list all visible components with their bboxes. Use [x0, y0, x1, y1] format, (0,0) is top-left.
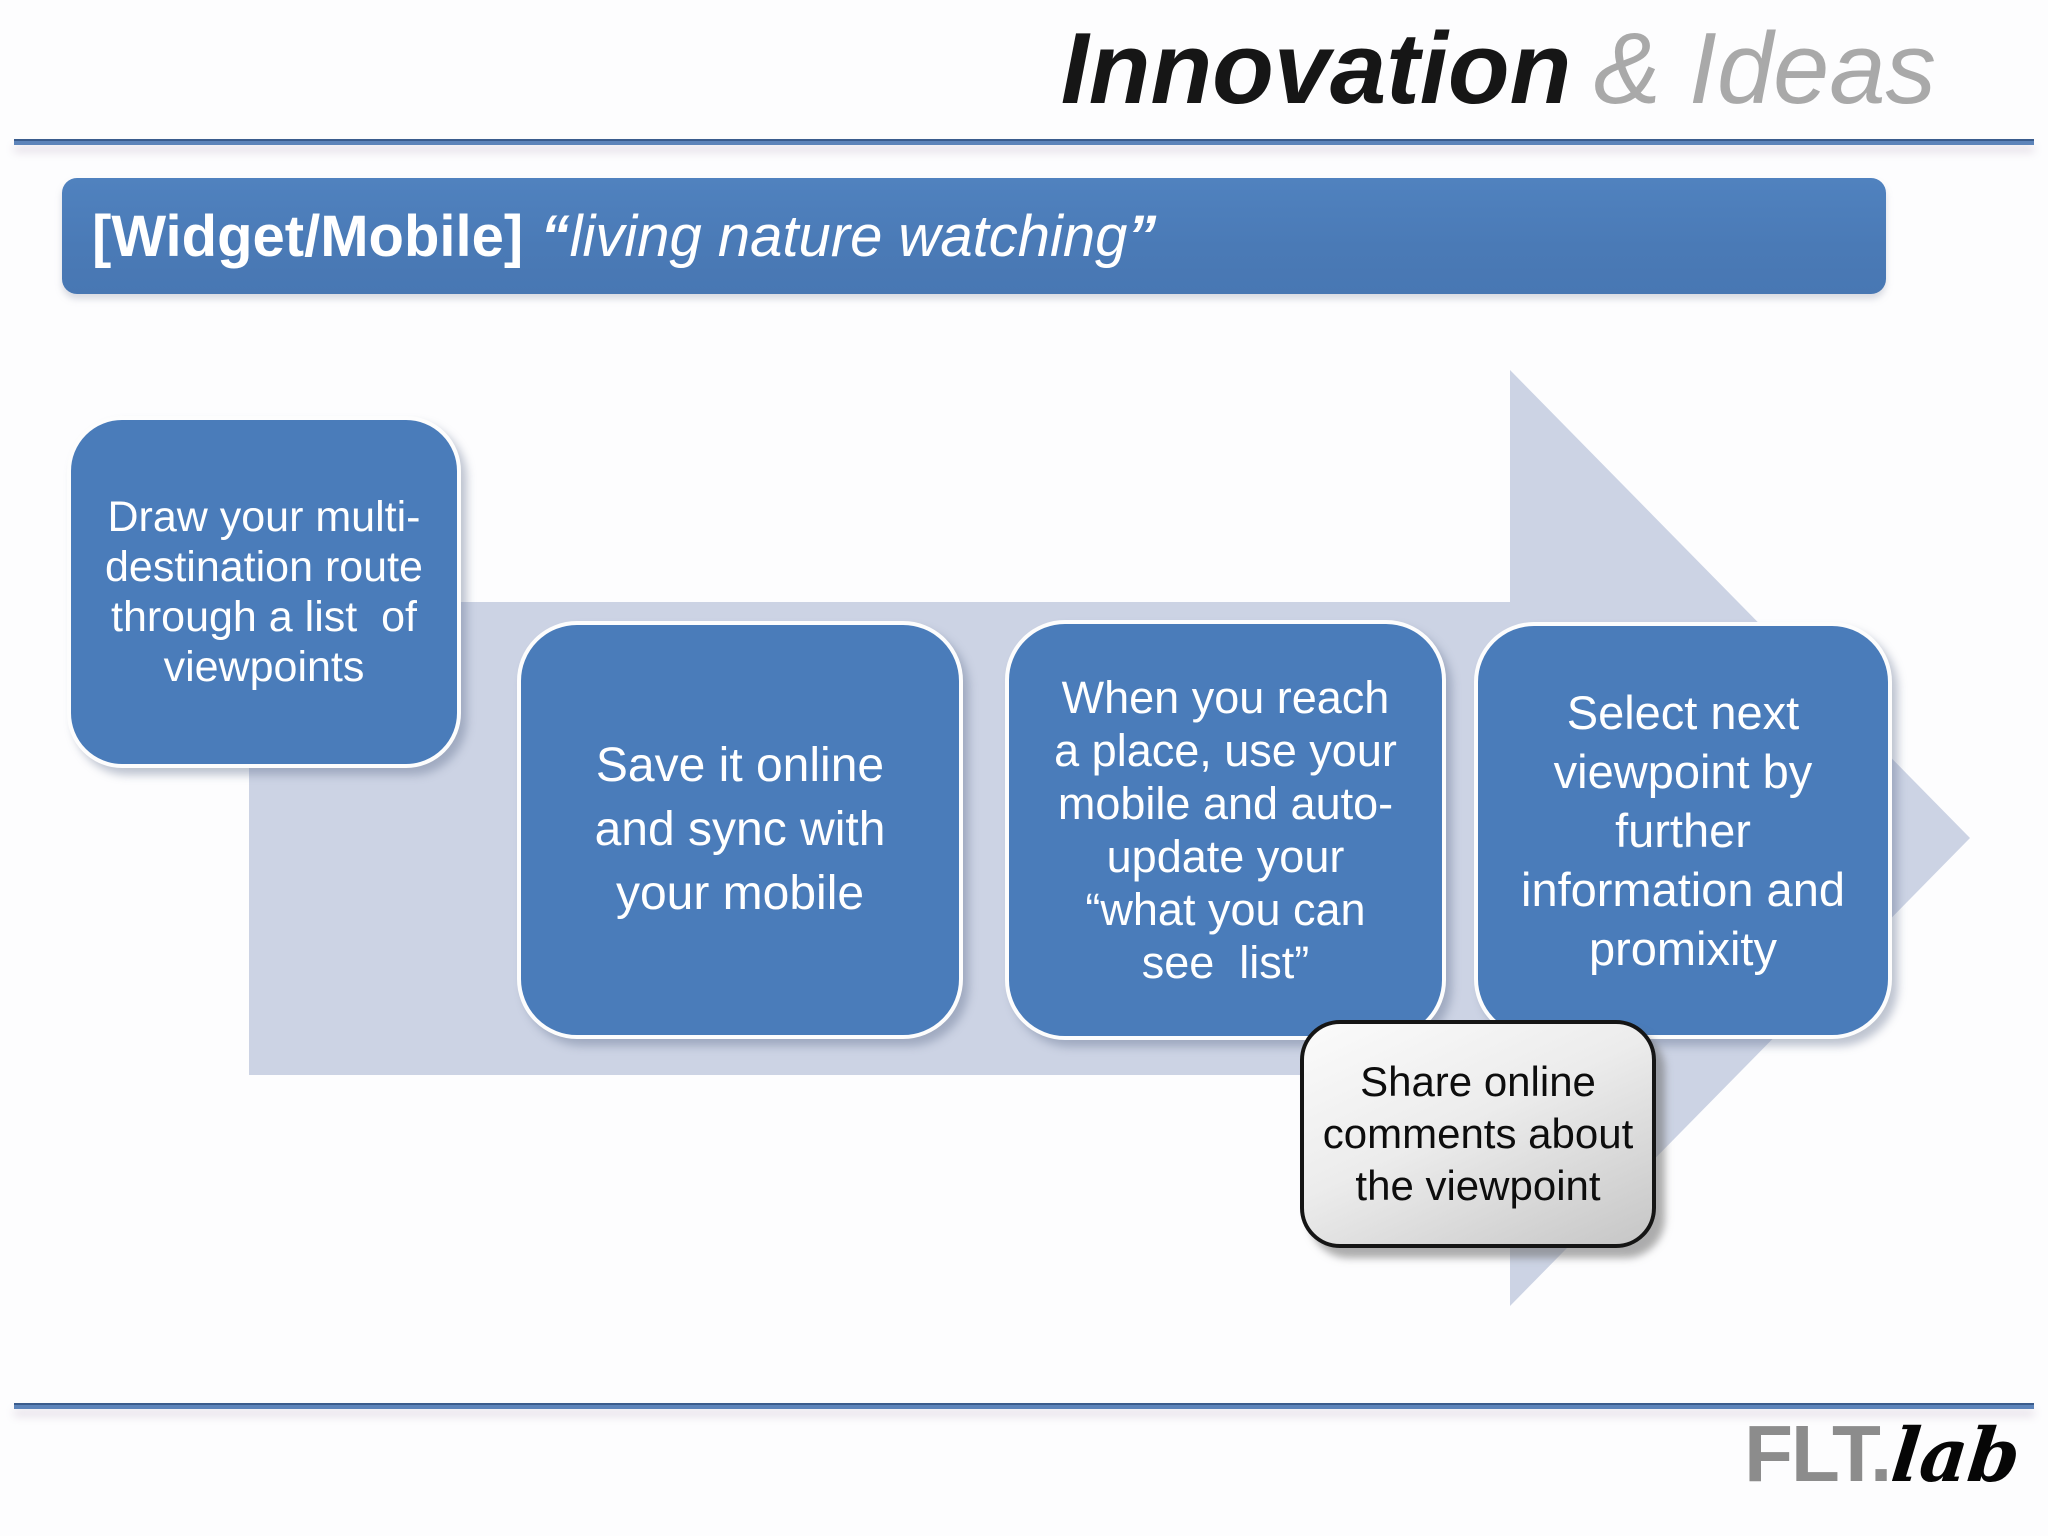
step-box-4: Select next viewpoint by further informa…: [1474, 622, 1892, 1039]
logo-text-lab: lab: [1887, 1413, 2025, 1499]
page-title: Innovation& Ideas: [1061, 10, 1936, 129]
banner-quote-text: living nature watching: [569, 203, 1128, 269]
step-box-2: Save it online and sync with your mobile: [517, 621, 963, 1039]
topic-banner: [Widget/Mobile]“living nature watching”: [62, 178, 1886, 294]
step-4-text: Select next viewpoint by further informa…: [1521, 686, 1845, 975]
callout-text: Share online comments about the viewpoin…: [1322, 1058, 1634, 1209]
title-secondary: & Ideas: [1593, 13, 1936, 125]
banner-close-quote: ”: [1127, 203, 1157, 269]
flt-lab-logo: FLT.lab: [1744, 1408, 2024, 1500]
title-primary: Innovation: [1060, 13, 1572, 125]
banner-open-quote: “: [540, 203, 570, 269]
footer-rule: [14, 1403, 2034, 1409]
banner-label: [Widget/Mobile]: [92, 203, 524, 269]
step-box-1: Draw your multi- destination route throu…: [67, 416, 461, 768]
step-box-3: When you reach a place, use your mobile …: [1005, 620, 1446, 1040]
step-1-text: Draw your multi- destination route throu…: [105, 493, 423, 691]
title-underline-rule: [14, 139, 2034, 145]
callout-box: Share online comments about the viewpoin…: [1300, 1020, 1656, 1248]
logo-text-flt: FLT.: [1744, 1409, 1892, 1498]
step-2-text: Save it online and sync with your mobile: [594, 739, 886, 920]
step-3-text: When you reach a place, use your mobile …: [1054, 672, 1397, 988]
